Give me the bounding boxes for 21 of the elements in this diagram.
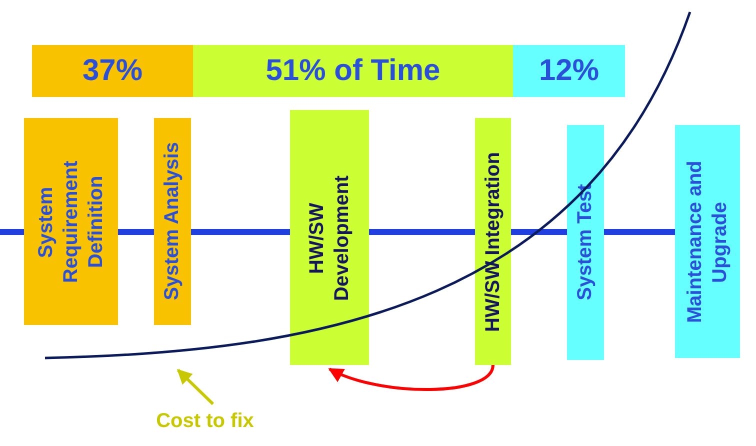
callout-label: Cost to fix	[156, 410, 254, 432]
phase-label: System Requirement Definition	[34, 159, 108, 285]
phase-label: HW/SW Development	[304, 174, 354, 302]
phase-label: HW/SW Integration	[480, 152, 504, 332]
phase-label: System Test	[573, 184, 597, 301]
phase-box	[154, 118, 191, 325]
phase-box	[675, 125, 740, 358]
percentage-label: 51% of Time	[266, 54, 440, 88]
percentage-label: 37%	[82, 54, 143, 88]
phase-box	[567, 125, 604, 360]
phase-box	[290, 110, 369, 365]
arrow	[328, 364, 494, 391]
phase-label: Maintenance and Upgrade	[682, 159, 732, 325]
leader-arrow	[176, 368, 214, 406]
time-share-band	[32, 45, 193, 97]
phase-box	[24, 118, 118, 325]
time-share-band	[513, 45, 625, 97]
phase-label: System Analysis	[160, 142, 184, 301]
percentage-label: 12%	[538, 54, 600, 88]
time-share-band	[193, 45, 513, 97]
phase-box	[475, 118, 511, 365]
